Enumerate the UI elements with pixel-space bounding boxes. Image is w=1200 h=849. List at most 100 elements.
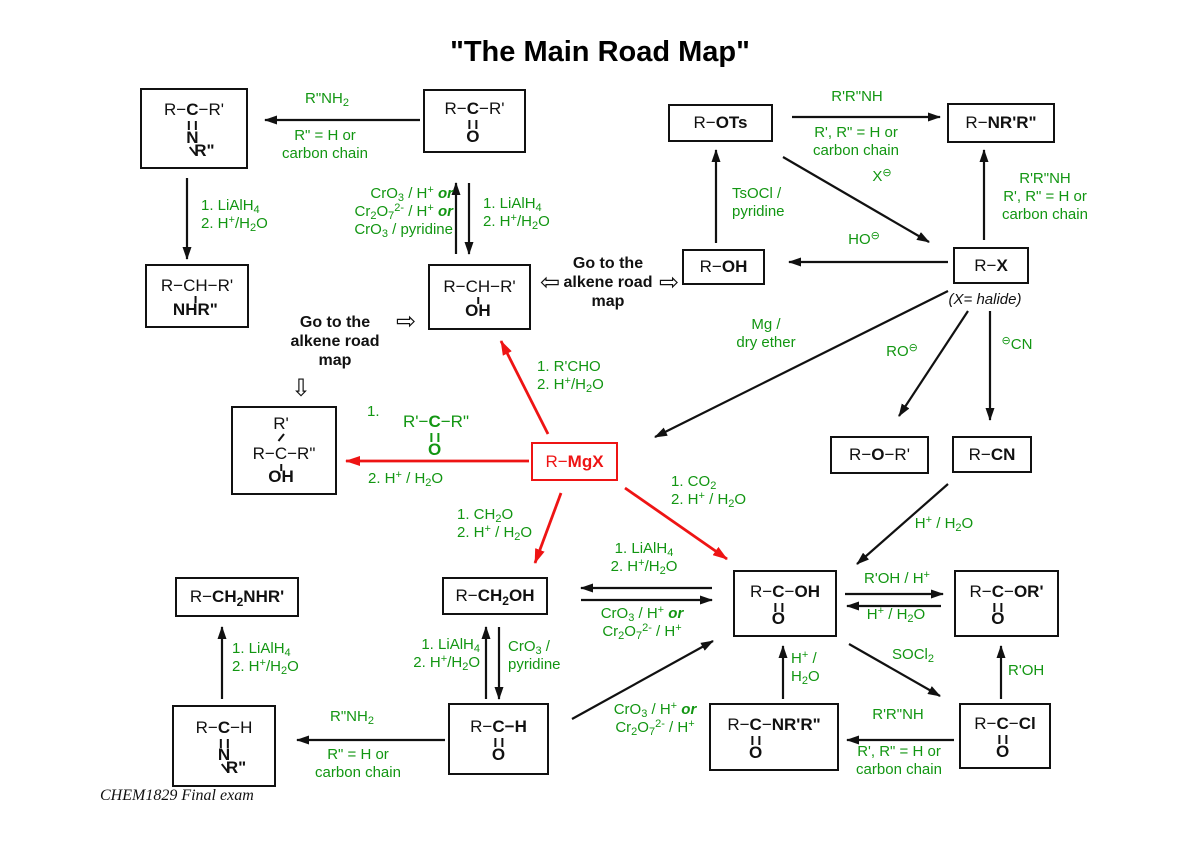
alkyl-halide-box: R−X	[953, 247, 1029, 284]
block-arrow-left-to-secondary-alcohol: ⇦	[540, 269, 561, 296]
grignard-box-formula: R−MgX	[545, 452, 603, 472]
atom-text: OR'	[1013, 581, 1044, 601]
nitrile-box-formula: R−CN	[969, 445, 1016, 465]
label-grignard-ketone-step1: 1.	[367, 403, 380, 420]
atom-text: −R'	[490, 277, 516, 296]
tick-bond	[279, 463, 282, 471]
atom-text: R−	[470, 717, 493, 736]
diagup-bond	[277, 432, 285, 442]
atom-text: O	[771, 609, 786, 628]
atom-text: R−	[444, 99, 467, 118]
atom-text: R−	[443, 277, 466, 296]
atom-text: R−	[699, 257, 722, 276]
atom-text: O	[991, 609, 1005, 628]
label-halide-note: (X= halide)	[948, 291, 1022, 308]
atom-text: −R'	[479, 99, 505, 118]
atom-text: OH	[465, 300, 491, 320]
label-grignard-ketone-step2: 2. H+ / H2O	[368, 469, 444, 489]
page-title: "The Main Road Map"	[450, 36, 750, 68]
atom-text: −R'	[884, 445, 910, 464]
atom-text: −R"	[440, 412, 469, 431]
tosylate-box: R−OTs	[668, 104, 773, 142]
atom-text: −	[784, 581, 795, 601]
dbond-bond	[773, 602, 783, 612]
dbond-bond	[219, 738, 229, 748]
block-arrow-down-to-tertiary-alcohol: ⇩	[291, 375, 312, 402]
atom-text: NHR'	[243, 587, 285, 606]
label-cro3-pyridine: CrO3 /pyridine	[508, 638, 561, 673]
alkyl-halide-box-formula: R−X	[974, 256, 1008, 276]
atom-text: R−	[965, 113, 988, 132]
atom-text: R−	[969, 581, 992, 601]
atom-text: CH	[477, 586, 503, 605]
dbond-bond	[993, 602, 1003, 612]
label-mg-dry-ether: Mg /dry ether	[736, 316, 796, 351]
label-amine-reagent-top: R"NH2	[305, 90, 349, 109]
atom-text: CN	[990, 444, 1016, 464]
label-hydroxide-anion: HO⊖	[848, 230, 880, 249]
alcohol-box: R−OH	[682, 249, 765, 285]
atom-text: O	[871, 445, 885, 464]
ether-box-formula: R−O−R'	[849, 445, 910, 465]
primary-alcohol-box-formula: R−CH2OH	[456, 586, 535, 608]
atom-text: R−	[195, 717, 218, 737]
atom-text: X	[996, 255, 1008, 275]
atom-text: R−	[545, 451, 568, 471]
dbond-bond	[430, 433, 440, 442]
primary-amine-box: R−CH2NHR'	[175, 577, 299, 617]
label-socl2: SOCl2	[892, 646, 934, 665]
atom-text: Cl	[1018, 714, 1036, 733]
primary-amine-box-formula: R−CH2NHR'	[189, 587, 285, 609]
course-footnote: CHEM1829 Final exam	[100, 787, 254, 804]
atom-text: OH	[268, 467, 294, 486]
atom-text: R'−	[403, 412, 429, 431]
atom-text: NR'R"	[987, 113, 1037, 132]
atom-text: R−	[189, 587, 213, 606]
atom-text: R−	[974, 714, 997, 733]
atom-text: 2	[502, 594, 509, 608]
atom-text: O	[466, 126, 480, 146]
atom-text: −	[761, 715, 772, 734]
atom-text: 2	[236, 595, 244, 609]
atom-text: −H	[230, 717, 253, 737]
nitrile-box: R−CN	[952, 436, 1032, 473]
atom-text: N	[186, 127, 199, 147]
ether-box: R−O−R'	[830, 436, 929, 474]
block-arrow-right-to-secondary-alcohol: ⇨	[396, 308, 417, 335]
atom-text: O	[491, 744, 506, 764]
tick-bond	[476, 297, 479, 304]
atom-text: −	[1004, 581, 1014, 601]
label-amine-reagent-acl: R'R"NH	[872, 706, 924, 723]
atom-text: MgX	[567, 451, 604, 471]
atom-text: −H	[504, 717, 527, 736]
